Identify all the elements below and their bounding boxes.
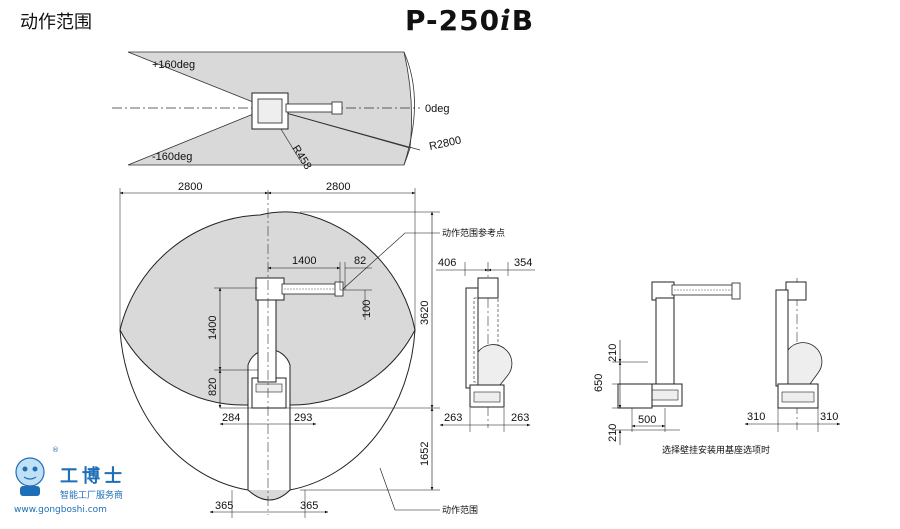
side-view [119,188,440,518]
label-minus160: -160deg [152,151,192,163]
dim-263-right: 263 [511,412,529,424]
label-plus160: +160deg [152,59,195,71]
dim-310-right: 310 [820,411,838,423]
label-ref-point: 动作范围参考点 [442,227,505,239]
dim-365-left: 365 [215,500,233,512]
dim-1652: 1652 [419,442,431,466]
dim-310-left: 310 [747,411,765,423]
registered-mark: ® [52,446,59,454]
dim-354: 354 [514,257,532,269]
label-r2800: R2800 [428,134,462,152]
dim-500: 500 [638,414,656,426]
page-title: 动作范围 [20,12,92,33]
dim-263-left: 263 [444,412,462,424]
mascot-icon [15,457,45,487]
dim-284: 284 [222,412,240,424]
dim-365-right: 365 [300,500,318,512]
front-view [436,262,535,432]
wall-caption: 选择壁挂安装用基座选项时 [662,444,770,456]
dim-1400-horiz: 1400 [292,255,316,267]
label-0deg: 0deg [425,103,449,115]
dim-406: 406 [438,257,456,269]
wall-front-view [744,278,841,432]
dim-293: 293 [294,412,312,424]
logo: ® [15,446,59,496]
dim-100: 100 [361,300,373,318]
model-name: P-250iB [405,4,535,37]
dim-1400-vert: 1400 [207,316,219,340]
logo-tagline: 智能工厂服务商 [60,489,123,501]
dim-820: 820 [207,378,219,396]
dim-210-top: 210 [607,344,619,362]
top-view [112,51,421,166]
logo-name: 工博士 [60,465,126,487]
dim-2800-right: 2800 [326,181,350,193]
dim-3620: 3620 [419,301,431,325]
dim-82: 82 [354,255,366,267]
dim-210-bottom: 210 [607,424,619,442]
logo-url: www.gongboshi.com [14,505,107,515]
dim-650: 650 [593,374,605,392]
dim-2800-left: 2800 [178,181,202,193]
label-range: 动作范围 [442,504,478,516]
wall-side-view [612,281,741,445]
